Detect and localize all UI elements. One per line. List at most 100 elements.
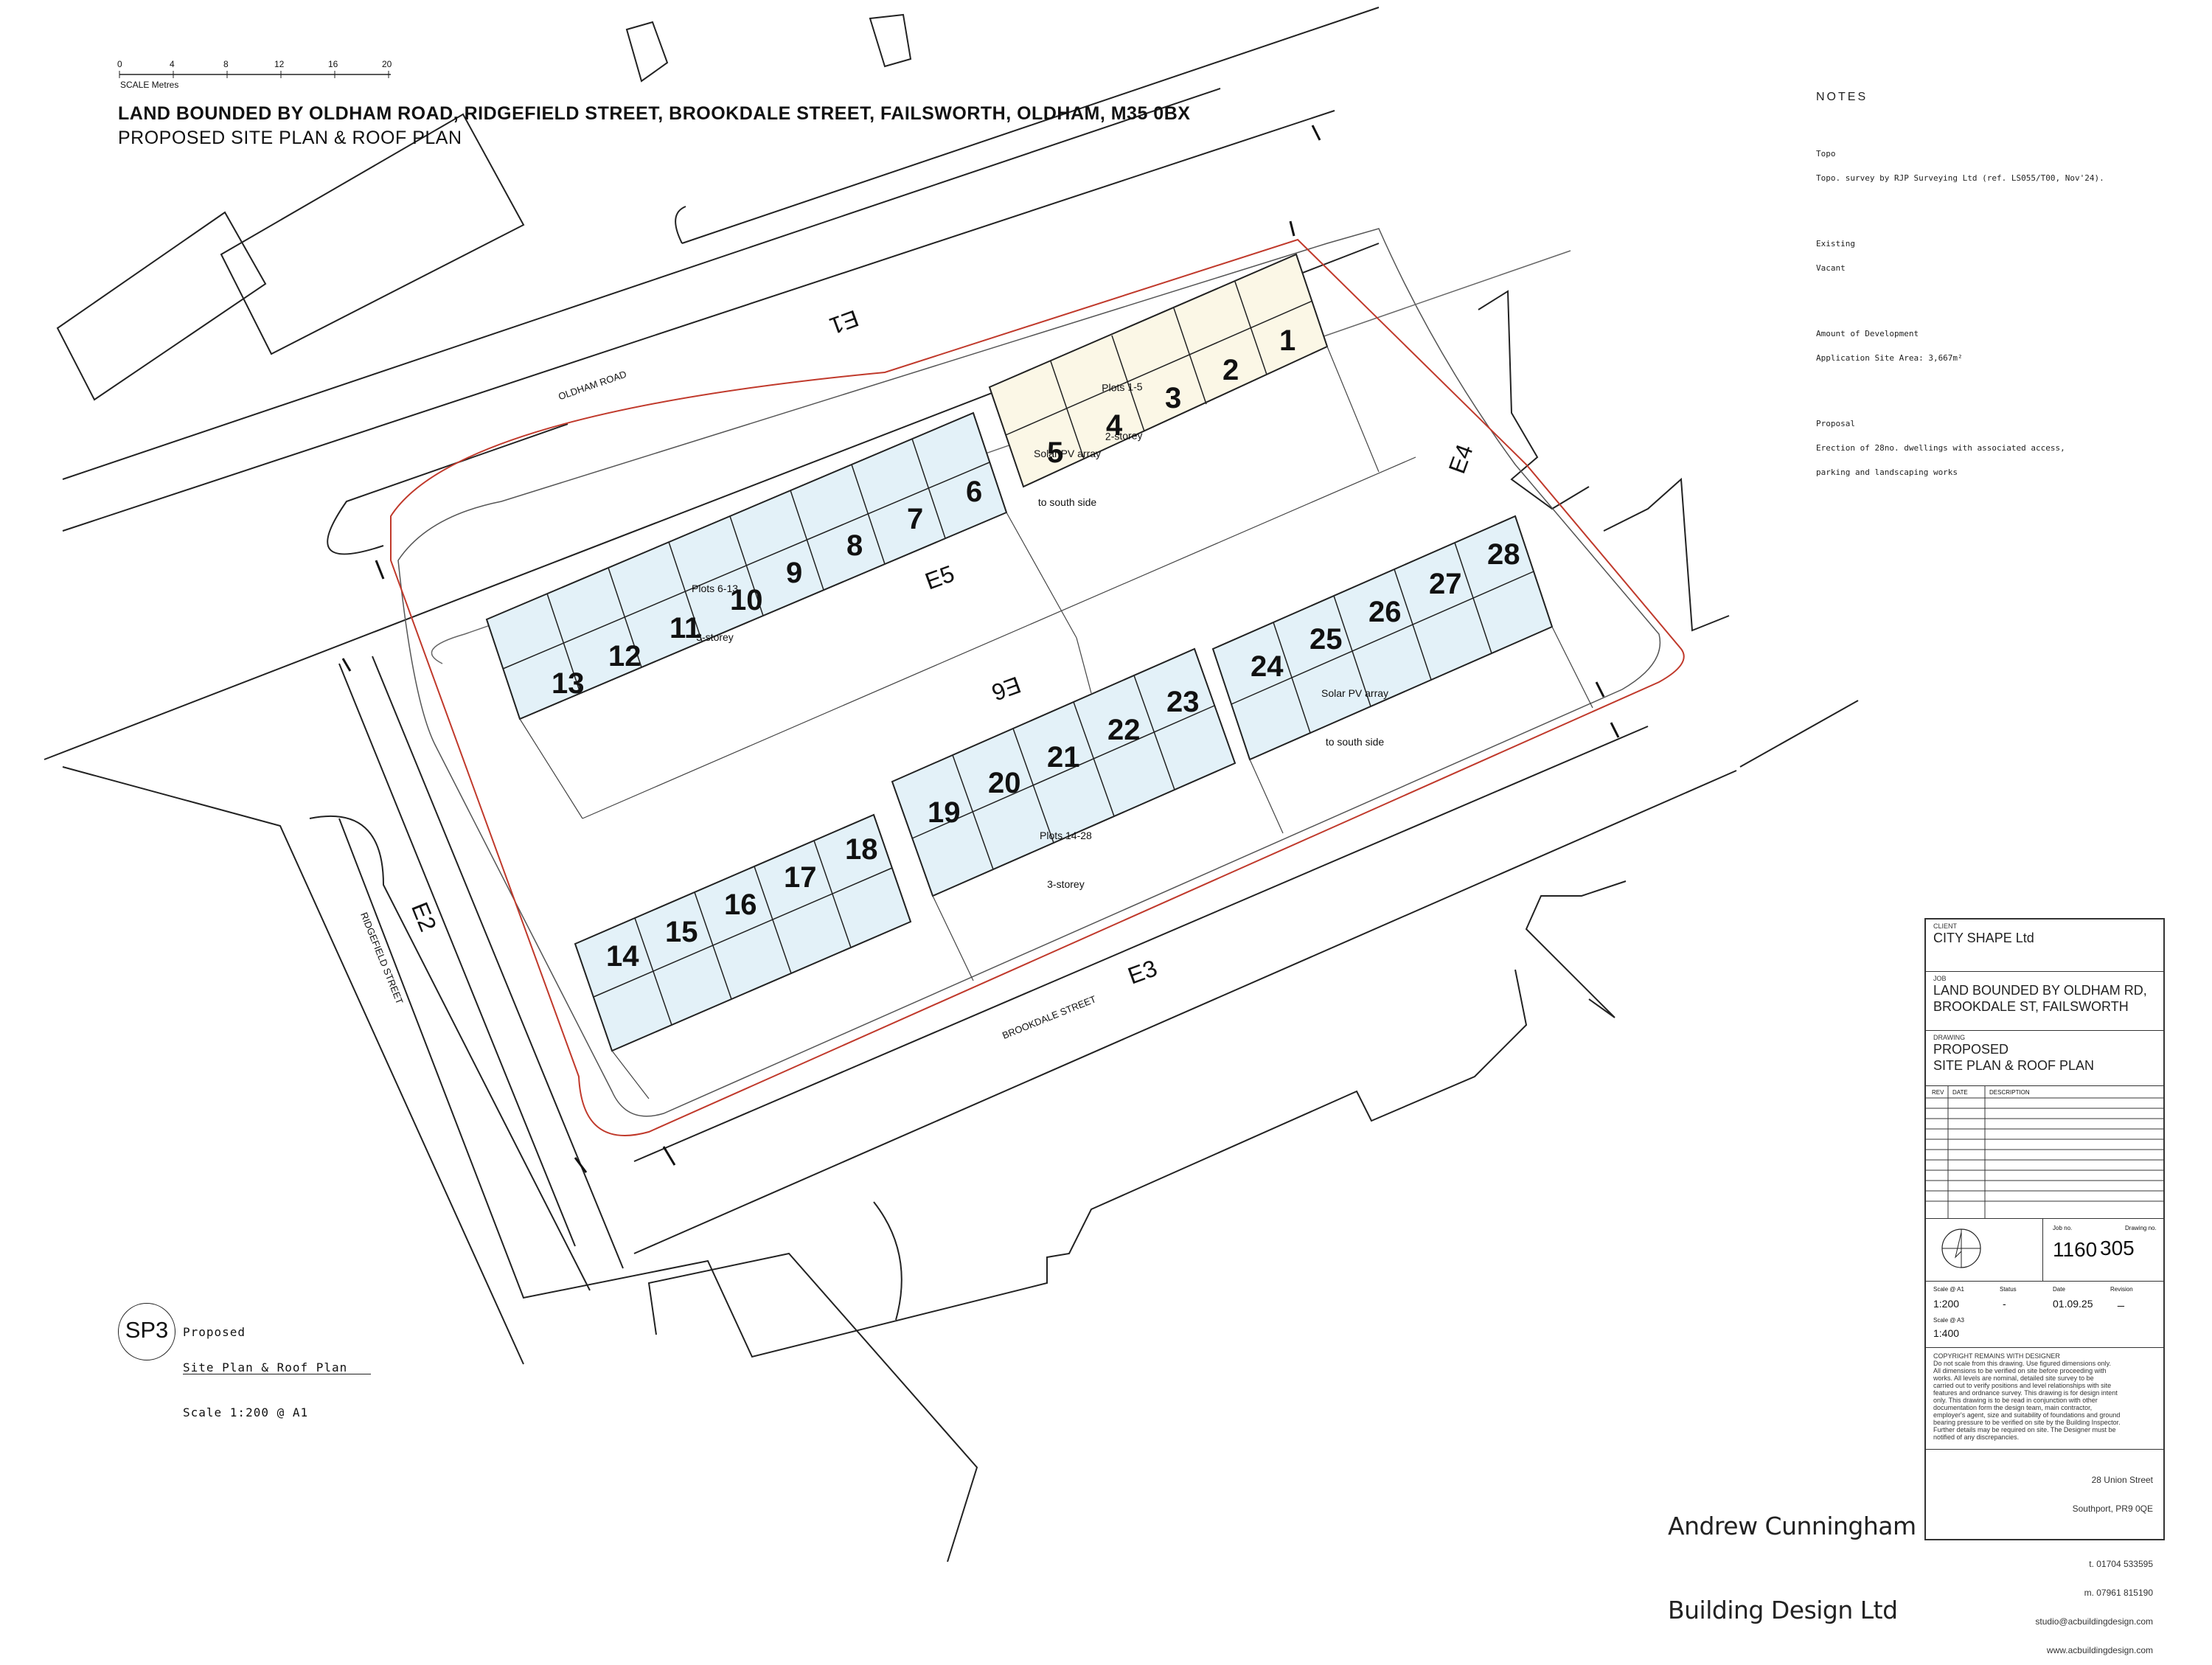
tb-numbers: Job no. Drawing no. 1160 305 [1926, 1218, 2163, 1282]
solar-label-north: Solar PV array to south side [1034, 413, 1101, 526]
road-edge [62, 88, 1221, 480]
road-edge [327, 423, 568, 555]
sheet-ref-bubble: SP3 [118, 1303, 175, 1360]
scale-tick-4: 4 [170, 59, 175, 69]
sheet-ref-title-line: Site Plan & Roof Plan [183, 1362, 371, 1374]
road-edge [309, 815, 591, 1291]
tb-revision-grid [1926, 1086, 2163, 1219]
plot-number-25: 25 [1310, 623, 1343, 656]
tb-caption: CLIENT [1933, 922, 1958, 930]
plot-number-9: 9 [786, 557, 803, 589]
tb-caption: Revision [2110, 1286, 2133, 1293]
tb-meta: Scale @ A1 1:200 Status - Date 01.09.25 … [1926, 1281, 2163, 1347]
address-spacer [2035, 1533, 2153, 1540]
plot-number-8: 8 [846, 529, 863, 562]
group-label-line: Solar PV array [1321, 687, 1389, 699]
tb-job-no: 1160 [2053, 1238, 2098, 1261]
tb-copyright-line: COPYRIGHT REMAINS WITH DESIGNER [1933, 1352, 2060, 1360]
plot-number-16: 16 [724, 889, 757, 921]
tb-copyright-line: features and ordnance survey. This drawi… [1933, 1389, 2118, 1397]
north-arrow-icon [1941, 1228, 1981, 1268]
group-label-line: Plots 14-28 [1040, 830, 1092, 841]
plot-number-23: 23 [1166, 686, 1200, 718]
tb-caption: Scale @ A1 [1933, 1286, 1964, 1293]
note-amount: Amount of Development Application Site A… [1816, 313, 2104, 378]
note-text: Erection of 28no. dwellings with associa… [1816, 443, 2065, 453]
group-label-line: 3-storey [1047, 878, 1085, 890]
existing-building [220, 113, 525, 355]
road-edge [633, 726, 1649, 1162]
tb-firm-area [1926, 1449, 2163, 1540]
tb-copyright-line: carried out to verify positions and leve… [1933, 1382, 2112, 1389]
existing-building [625, 21, 669, 83]
plot-number-20: 20 [988, 767, 1021, 799]
tb-client: CLIENT CITY SHAPE Ltd [1926, 920, 2163, 971]
plot-number-26: 26 [1368, 596, 1402, 628]
plot-number-3: 3 [1165, 382, 1182, 414]
note-text: Application Site Area: 3,667m² [1816, 353, 1963, 363]
existing-building [869, 13, 912, 68]
plot-number-15: 15 [665, 916, 698, 948]
scale-tick-12: 12 [274, 59, 285, 69]
tb-client-value: CITY SHAPE Ltd [1933, 931, 2034, 945]
plot-number-14: 14 [606, 940, 639, 973]
tb-status: - [2003, 1298, 2006, 1310]
existing-building [1603, 477, 1730, 632]
address-line: studio@acbuildingdesign.com [2035, 1616, 2153, 1627]
sheet-ref-title-line: Proposed [183, 1325, 246, 1339]
plot-number-1: 1 [1279, 324, 1296, 357]
group-label-line: to south side [1325, 736, 1385, 748]
group-label-plots-14-28: Plots 14-28 3-storey [1040, 795, 1092, 908]
group-label-line: Plots 6-13 [692, 583, 739, 594]
note-label: Proposal [1816, 419, 1855, 428]
note-label: Topo [1816, 149, 1836, 159]
group-label-plots-6-13: Plots 6-13 3-storey [692, 548, 738, 661]
tb-copyright-line: employer's agent, size and suitability o… [1933, 1411, 2121, 1419]
tb-copyright-line: Further details may be required on site.… [1933, 1426, 2116, 1433]
tb-copyright-line: Do not scale from this drawing. Use figu… [1933, 1360, 2111, 1367]
inner-road [431, 250, 1571, 664]
site-outline [397, 228, 1661, 1117]
note-topo: Topo Topo. survey by RJP Surveying Ltd (… [1816, 133, 2104, 198]
note-proposal: Proposal Erection of 28no. dwellings wit… [1816, 403, 2104, 493]
notes-heading: NOTES [1816, 91, 1868, 103]
plot-number-10: 10 [730, 584, 763, 616]
existing-building [338, 818, 1528, 1358]
road-edge [338, 663, 576, 1247]
plot-number-13: 13 [552, 667, 585, 700]
existing-building [1478, 290, 1590, 510]
tb-copyright-line: All dimensions to be verified on site be… [1933, 1367, 2107, 1374]
site-plan-drawing [44, 7, 1859, 1562]
address-line: m. 07961 815190 [2084, 1588, 2153, 1598]
note-label: Amount of Development [1816, 329, 1919, 338]
drawing-subtitle: PROPOSED SITE PLAN & ROOF PLAN [118, 128, 462, 148]
tb-scale-a1: 1:200 [1933, 1298, 1960, 1310]
tb-drawing-line: SITE PLAN & ROOF PLAN [1933, 1058, 2095, 1073]
plot-number-17: 17 [784, 861, 817, 894]
title-block: CLIENT CITY SHAPE Ltd JOB LAND BOUNDED B… [1924, 918, 2165, 1540]
application-boundary [390, 238, 1685, 1136]
tb-revision: _ [2118, 1295, 2124, 1307]
plot-number-27: 27 [1429, 568, 1462, 600]
tb-scale-a3: 1:400 [1933, 1327, 1960, 1339]
plots-14-18-block [574, 813, 912, 1052]
road-edge [1739, 700, 1859, 768]
tb-caption: Date [2053, 1286, 2065, 1293]
plot-number-7: 7 [907, 503, 924, 535]
scale-unit-label: SCALE Metres [120, 80, 179, 90]
plot-number-6: 6 [966, 476, 983, 508]
group-label-line: Solar PV array [1034, 448, 1102, 459]
note-label: Existing [1816, 239, 1855, 248]
road-edge [62, 110, 1335, 532]
group-label-line: Plots 1-5 [1101, 380, 1143, 394]
tb-rev-header: DESCRIPTION [1989, 1089, 2030, 1096]
tb-job: JOB LAND BOUNDED BY OLDHAM RD, BROOKDALE… [1926, 971, 2163, 1030]
tb-rev-header: REV [1932, 1089, 1944, 1096]
group-label-plots-1-5: Plots 1-5 2-storey [1100, 346, 1145, 461]
tb-caption: Job no. [2053, 1225, 2073, 1231]
tb-copyright-line: documentation form the design team, main… [1933, 1404, 2093, 1411]
plot-number-18: 18 [845, 833, 878, 866]
firm-address: 28 Union Street Southport, PR9 0QE t. 01… [2035, 1456, 2153, 1665]
note-text: Topo. survey by RJP Surveying Ltd (ref. … [1816, 173, 2104, 183]
firm-name-line: Building Design Ltd [1668, 1596, 1898, 1624]
